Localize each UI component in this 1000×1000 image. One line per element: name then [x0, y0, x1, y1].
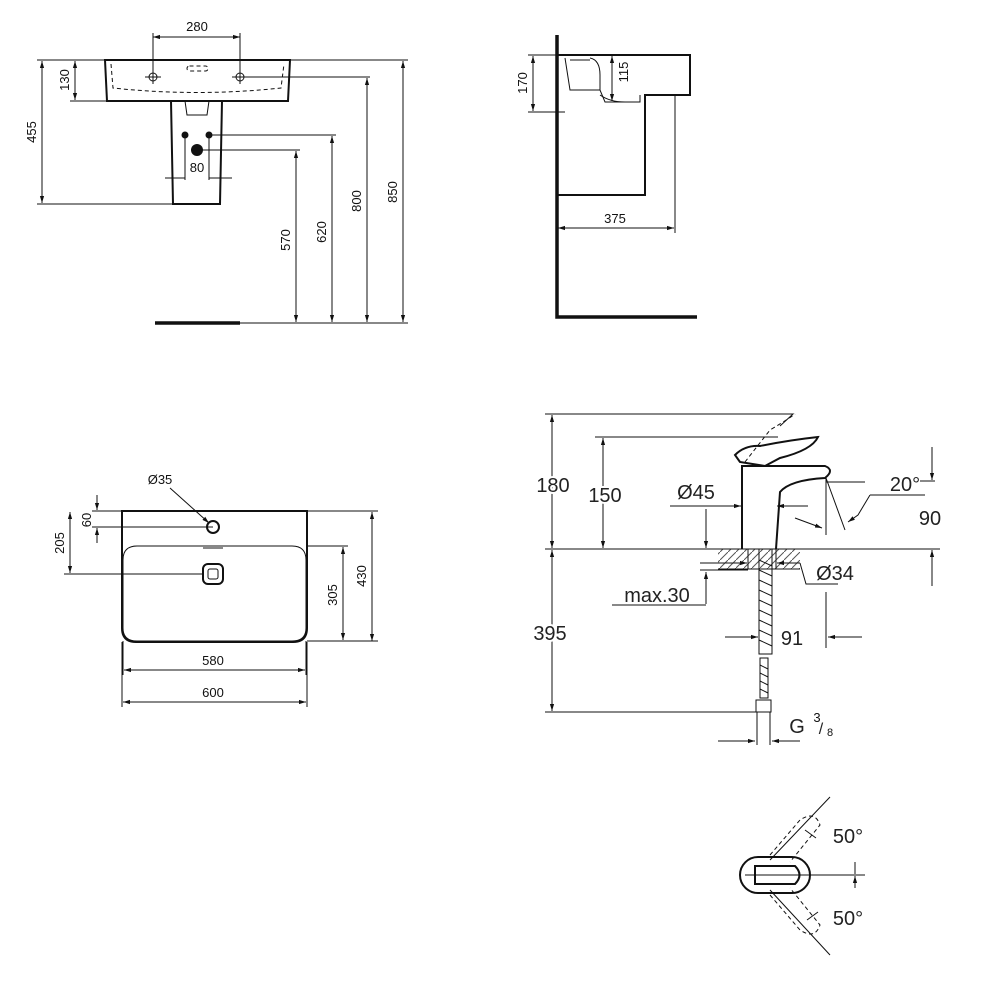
dim-305: 305	[325, 584, 340, 606]
dim-395: 395	[533, 623, 566, 645]
hose	[759, 657, 769, 699]
wall-and-floor	[555, 35, 697, 319]
waste	[202, 563, 224, 585]
dim-620: 620	[314, 221, 329, 243]
dim-90: 90	[919, 508, 941, 530]
shank	[758, 548, 773, 655]
lever-right-position	[769, 887, 821, 935]
dim-800: 800	[349, 190, 364, 212]
basin-top-outline	[121, 510, 308, 643]
basin-side-profile	[557, 54, 691, 196]
front-view: 280 130 455 80 570 620 800 850	[24, 19, 408, 325]
lever	[733, 435, 820, 468]
dim-375: 375	[604, 211, 626, 226]
top-view: Ø35 60 205 305 430 580 600	[52, 472, 378, 707]
dim-130: 130	[57, 69, 72, 91]
dim-850: 850	[385, 181, 400, 203]
dim-d45: Ø45	[677, 482, 715, 504]
fraction-numerator: 3	[813, 710, 820, 725]
lever-top-view: 50° 50°	[739, 796, 865, 956]
bowl-outline	[122, 545, 307, 642]
trap	[184, 100, 210, 116]
dim-430: 430	[354, 565, 369, 587]
dim-115: 115	[616, 62, 631, 83]
overflow-slot	[186, 65, 209, 72]
fraction-denominator: 8	[827, 727, 833, 739]
dim-580: 580	[202, 653, 224, 668]
bowl-hidden-line	[110, 63, 285, 93]
dim-50deg-bottom: 50°	[833, 908, 863, 930]
basin-outline	[103, 59, 292, 102]
dim-60: 60	[79, 513, 94, 527]
dim-280: 280	[186, 19, 208, 34]
dim-180: 180	[536, 475, 569, 497]
dim-d34: Ø34	[816, 563, 854, 585]
dim-150: 150	[588, 485, 621, 507]
side-view: 170 115 375	[515, 35, 697, 319]
dim-max30: max.30	[624, 585, 690, 607]
faucet-view: 180 150 Ø45 20° 90 Ø34 max.30 91 395 G 3…	[531, 413, 943, 745]
dim-91: 91	[781, 628, 803, 650]
lever-left-position	[769, 815, 821, 863]
lever-body	[739, 856, 811, 894]
dim-205: 205	[52, 532, 67, 554]
dim-600: 600	[202, 685, 224, 700]
dim-taphole: Ø35	[148, 472, 173, 487]
dim-20deg: 20°	[890, 474, 920, 496]
tap-hole-crosshairs	[145, 70, 248, 84]
dim-g38: G	[789, 716, 805, 738]
dim-50deg-top: 50°	[833, 826, 863, 848]
dim-455: 455	[24, 121, 39, 143]
faucet-body	[741, 465, 831, 550]
svg-text:/: /	[819, 721, 824, 738]
dim-170: 170	[515, 72, 530, 94]
dim-80: 80	[190, 160, 204, 175]
dim-570: 570	[278, 229, 293, 251]
pedestal	[170, 100, 223, 205]
